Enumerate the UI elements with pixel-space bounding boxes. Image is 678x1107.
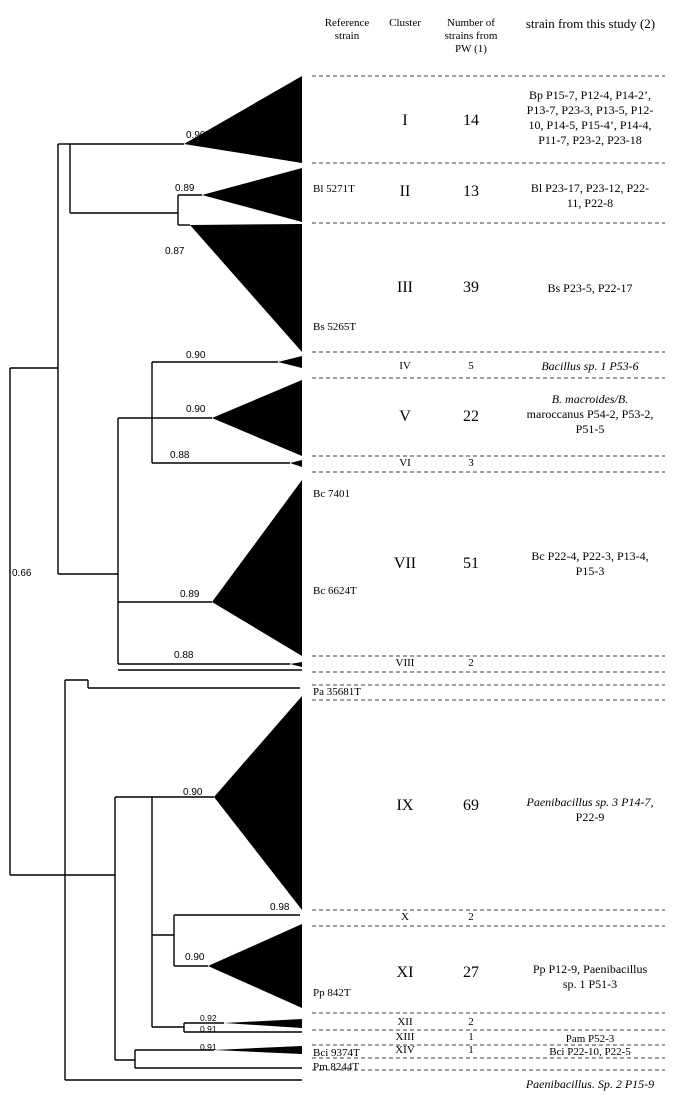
support-value: 0.91 <box>200 1042 217 1052</box>
study-strains: Pam P52-3 <box>565 1033 615 1045</box>
support-value: 0.91 <box>200 1024 217 1034</box>
support-value: 0.66 <box>12 568 32 579</box>
reference-strain: Bl 5271T <box>313 183 355 195</box>
cluster-label: IX <box>396 797 414 814</box>
header-reference-strain: Reference strain <box>324 17 370 42</box>
support-value: 0.89 <box>180 589 200 600</box>
cluster-label: XII <box>397 1016 413 1028</box>
reference-strain: Pa 35681T <box>313 686 361 698</box>
cluster-label: X <box>401 911 409 923</box>
strain-count: 51 <box>463 555 479 572</box>
study-strains: Bp P15-7, P12-4, P14-2’, P13-7, P23-3, P… <box>526 88 654 147</box>
cluster-label: XIII <box>395 1031 415 1043</box>
strain-count: 2 <box>468 911 474 923</box>
header-strain-from-this-study: strain from this study (2) <box>525 16 656 31</box>
cluster-label: II <box>399 183 411 200</box>
strain-count: 27 <box>463 964 479 981</box>
cluster-label: IV <box>399 360 411 372</box>
support-value: 0.90 <box>186 350 206 361</box>
cluster-separators <box>312 75 665 1071</box>
strain-count: 1 <box>468 1044 474 1056</box>
reference-strain: Bs 5265T <box>313 321 357 333</box>
reference-strain: Bci 9374T <box>313 1047 360 1059</box>
strain-count: 3 <box>468 457 474 469</box>
clade-triangles <box>184 76 302 1054</box>
support-value: 0.88 <box>174 650 194 661</box>
cluster-label: XIV <box>395 1044 415 1056</box>
support-value: 0.90 <box>183 787 203 798</box>
strain-count: 22 <box>463 408 479 425</box>
strain-count: 1 <box>468 1031 474 1043</box>
cluster-label: VII <box>393 555 417 572</box>
study-strains: Paenibacillus sp. 3 P14-7, P22-9 <box>526 795 654 824</box>
header-cluster: Cluster <box>389 17 421 29</box>
support-value: 0.90 <box>186 404 206 415</box>
cluster-label: I <box>402 112 408 129</box>
header-number-of-strains: Number of strains from PW (1) <box>444 17 498 55</box>
support-value: 0.87 <box>165 246 185 257</box>
tree-branches <box>9 143 302 1081</box>
study-strains: Bci P22-10, P22-5 <box>549 1046 631 1058</box>
study-strains-extra: Paenibacillus. Sp. 2 P15-9 <box>525 1077 655 1091</box>
strain-count: 14 <box>463 112 479 129</box>
cluster-label: III <box>397 279 413 296</box>
support-value: 0.90 <box>186 130 206 141</box>
cluster-label: XI <box>396 964 414 981</box>
support-values: 0.90 0.89 0.87 0.90 0.90 0.88 0.89 0.88 … <box>12 130 290 1052</box>
strain-count: 2 <box>468 657 474 669</box>
support-value: 0.90 <box>185 952 205 963</box>
study-strains: Bc P22-4, P22-3, P13-4, P15-3 <box>531 549 649 578</box>
strain-count: 5 <box>468 360 474 372</box>
study-strains: B. macroides/B. maroccanus P54-2, P53-2,… <box>526 392 654 436</box>
reference-strain: Pm 8244T <box>313 1061 360 1073</box>
strain-count: 39 <box>463 279 479 296</box>
study-strains: Bl P23-17, P23-12, P22- 11, P22-8 <box>530 181 650 210</box>
support-value: 0.89 <box>175 183 195 194</box>
strain-count: 2 <box>468 1016 474 1028</box>
cluster-label: V <box>399 408 411 425</box>
reference-strain: Bc 7401 <box>313 488 350 500</box>
cluster-label: VIII <box>395 657 415 669</box>
study-strains: Bacillus sp. 1 P53-6 <box>541 359 639 373</box>
support-value: 0.88 <box>170 450 190 461</box>
strain-count: 13 <box>463 183 479 200</box>
strain-count: 69 <box>463 797 479 814</box>
cluster-label: VI <box>399 457 411 469</box>
reference-strain: Bc 6624T <box>313 585 357 597</box>
support-value: 0.98 <box>270 902 290 913</box>
reference-strain: Pp 842T <box>313 987 351 999</box>
support-value: 0.92 <box>200 1013 217 1023</box>
study-strains: Bs P23-5, P22-17 <box>547 281 633 295</box>
study-strains: Pp P12-9, Paenibacillus sp. 1 P51-3 <box>532 962 648 991</box>
